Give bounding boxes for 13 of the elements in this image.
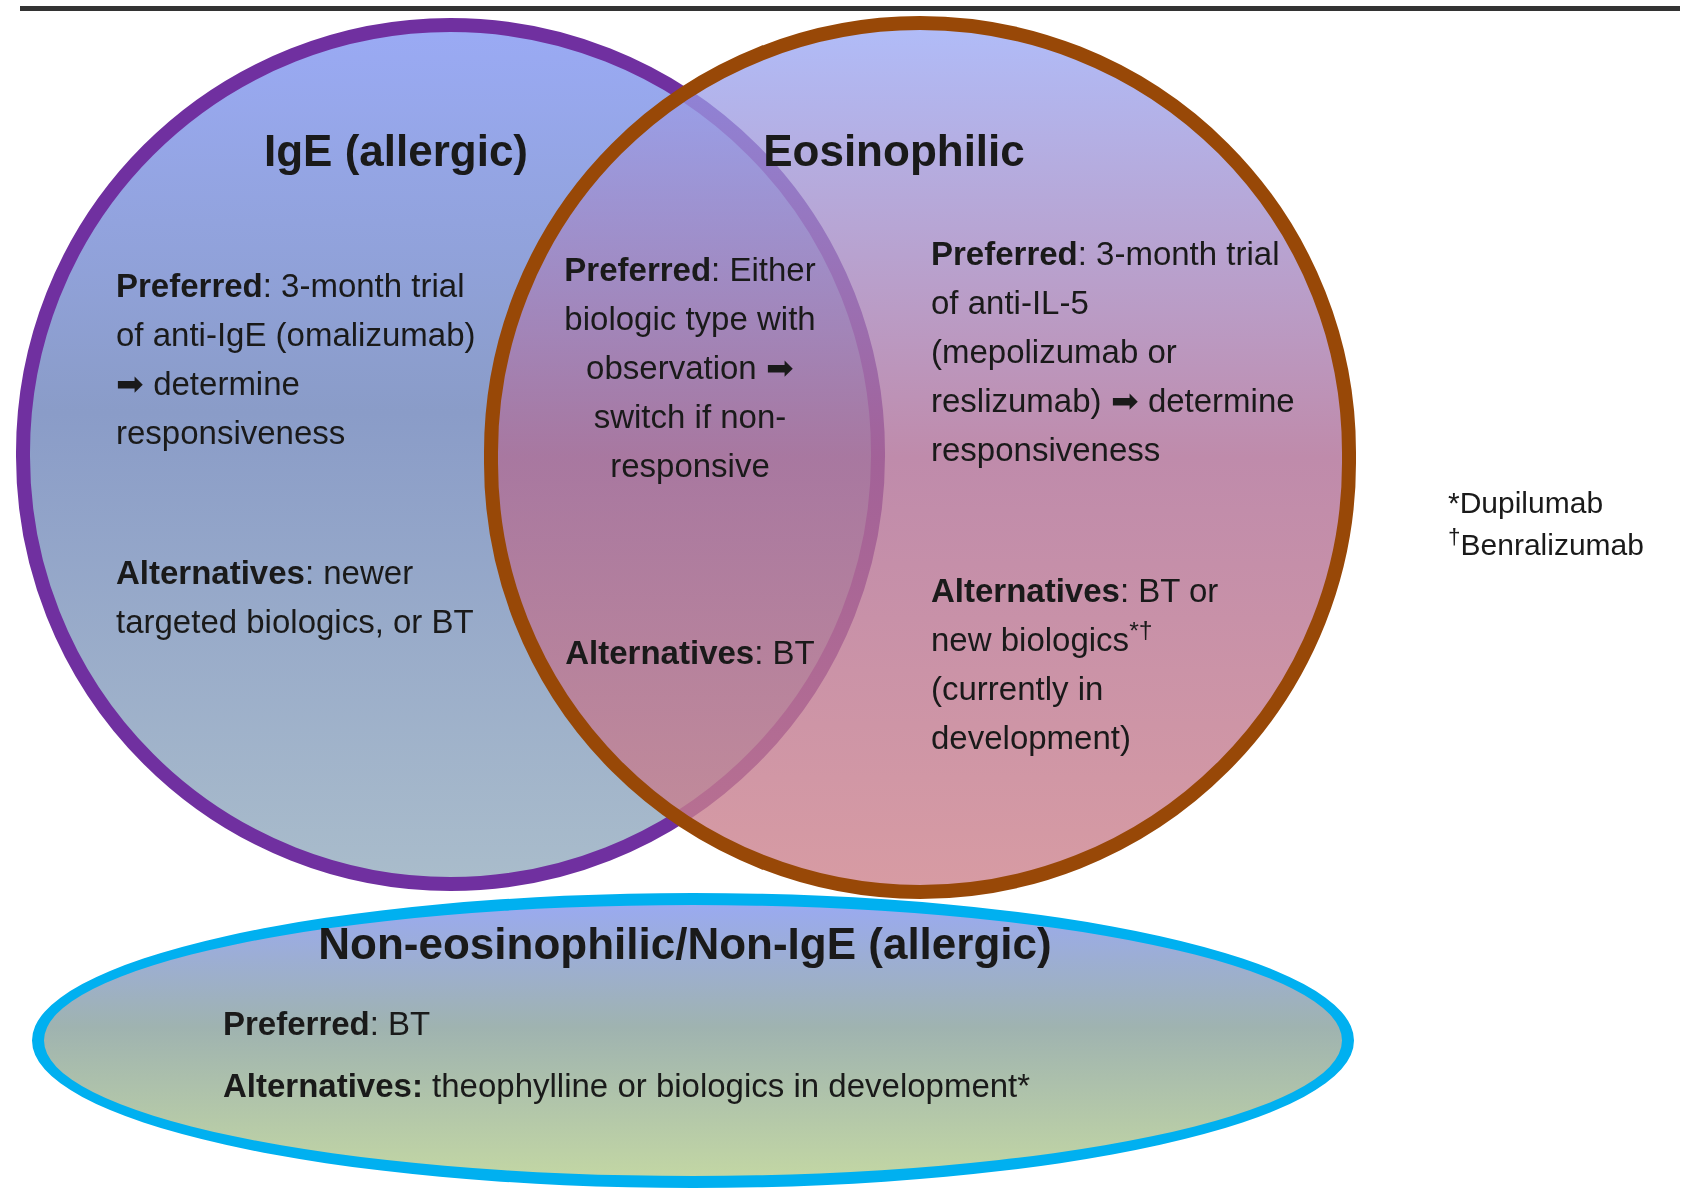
recommendation-text: Alternatives: BT or new biologics$^{*†}$ (currently in development) (931, 571, 1220, 758)
recommendation-text: Preferred: 3-month trial of anti-IgE (omalizumab) ➡ determine responsiveness (116, 266, 476, 453)
recommendation-text: Preferred: BT (223, 1004, 432, 1044)
group-title: Eosinophilic (762, 125, 1026, 177)
footnote: *Dupilumab (1448, 485, 1605, 521)
group-title: Non-eosinophilic/Non-IgE (allergic) (317, 918, 1053, 970)
recommendation-text: Alternatives: newer targeted biologics, or BT (116, 553, 475, 642)
recommendation-text: Preferred: 3-month trial of anti-IL-5 (mepolizumab or reslizumab) ➡ determine responsiveness (931, 234, 1296, 470)
recommendation-text: Alternatives: BT (564, 633, 816, 673)
footnote: $^{†}$Benralizumab (1448, 527, 1644, 563)
group-title: IgE (allergic) (262, 125, 530, 177)
recommendation-text: Preferred: Either biologic type with observation ➡ switch if non-responsive (563, 250, 817, 486)
recommendation-text: Alternatives: theophylline or biologics in development* (223, 1066, 1032, 1106)
